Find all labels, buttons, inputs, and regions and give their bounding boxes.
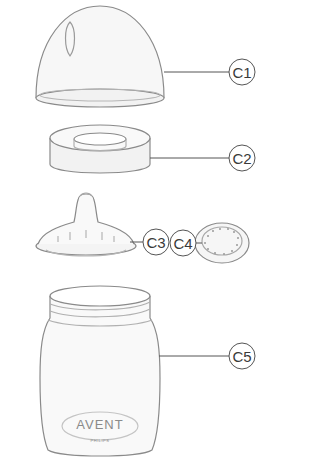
brand-mark: PHILIPS	[91, 439, 110, 443]
brand-logo: AVENT	[76, 418, 123, 431]
callout-number: C3	[146, 235, 165, 250]
teat	[36, 193, 136, 256]
callout-number: C1	[232, 65, 251, 80]
screw-ring	[50, 125, 150, 173]
leader-line	[164, 72, 229, 73]
leader-line	[130, 242, 143, 243]
callout-number: C4	[173, 236, 192, 251]
callout-circle	[229, 145, 255, 171]
callout-circle	[229, 343, 255, 369]
bottle	[40, 286, 160, 456]
sealing-disc	[195, 223, 249, 263]
dome-cap	[36, 6, 164, 107]
callout-number: C5	[232, 349, 251, 364]
leader-line	[159, 356, 229, 357]
callout-circle	[229, 59, 255, 85]
leader-line	[150, 158, 229, 159]
leader-line	[196, 243, 202, 244]
callout-number: C2	[232, 151, 251, 166]
callout-circle	[143, 229, 169, 255]
callout-circle	[170, 230, 196, 256]
